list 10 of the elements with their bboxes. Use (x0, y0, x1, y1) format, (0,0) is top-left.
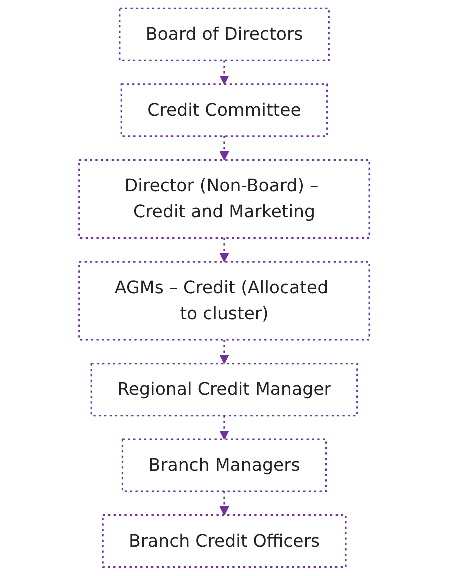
arrow (220, 238, 230, 262)
arrow (220, 136, 230, 161)
node-box: Branch Managers (122, 438, 328, 492)
arrow (220, 492, 230, 516)
arrow (220, 60, 230, 85)
node-box: Credit Committee (120, 84, 328, 138)
node-box: AGMs – Credit (Allocated to cluster) (78, 261, 370, 341)
arrow (220, 340, 230, 364)
arrow (220, 416, 230, 440)
node-box: Board of Directors (119, 8, 330, 62)
